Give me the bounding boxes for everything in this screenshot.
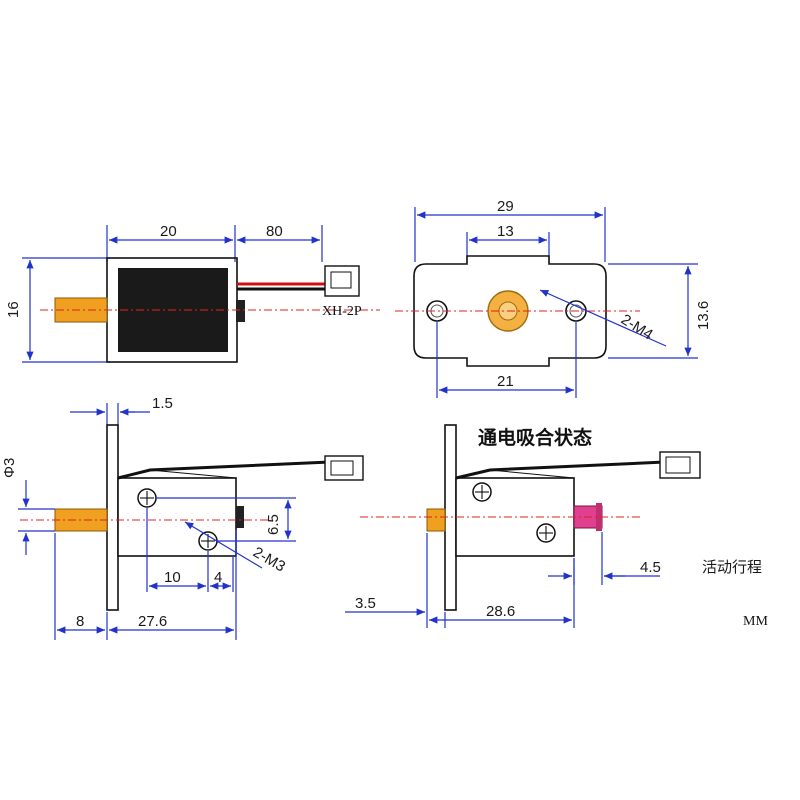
stroke-label: 活动行程 [702, 558, 762, 576]
dim-holes-21: 21 [497, 373, 514, 390]
dim-spacing-6-5: 6.5 [265, 514, 282, 535]
units-label: MM [743, 614, 768, 629]
connector-label: XH-2P [322, 304, 362, 319]
body [117, 477, 237, 557]
plunger-retracted [426, 508, 446, 532]
dim-slot-13: 13 [497, 223, 514, 240]
dim-width-29: 29 [497, 198, 514, 215]
dim-flange-1-5: 1.5 [152, 395, 173, 412]
dim-total-28-6: 28.6 [486, 603, 515, 620]
dim-plunger-8: 8 [76, 613, 84, 630]
front-view: 29 13 13.6 2-M4 21 [395, 198, 712, 398]
side-view-bottom-left: 1.5 Φ3 6.5 2-M [1, 395, 364, 640]
dim-height-13-6: 13.6 [695, 301, 712, 330]
dim-wire-80: 80 [266, 223, 283, 240]
holes-label-m3: 2-M3 [250, 544, 288, 576]
dim-total-27-6: 27.6 [138, 613, 167, 630]
dim-stroke-4-5: 4.5 [640, 559, 661, 576]
connector [659, 451, 701, 479]
dim-hole-x-10: 10 [164, 569, 181, 586]
connector [324, 265, 360, 297]
dim-diameter: Φ3 [1, 458, 18, 478]
dim-plunger-3-5: 3.5 [355, 595, 376, 612]
flange-plate [106, 424, 119, 611]
dim-height-16: 16 [5, 301, 22, 318]
state-label: 通电吸合状态 [478, 426, 592, 449]
dim-length-20: 20 [160, 223, 177, 240]
side-view-bottom-right: 通电吸合状态 4.5 活动行程 3.5 [345, 424, 762, 628]
dim-hole-w-4: 4 [214, 569, 222, 586]
side-view-top: 20 80 16 XH-2P [5, 223, 380, 363]
